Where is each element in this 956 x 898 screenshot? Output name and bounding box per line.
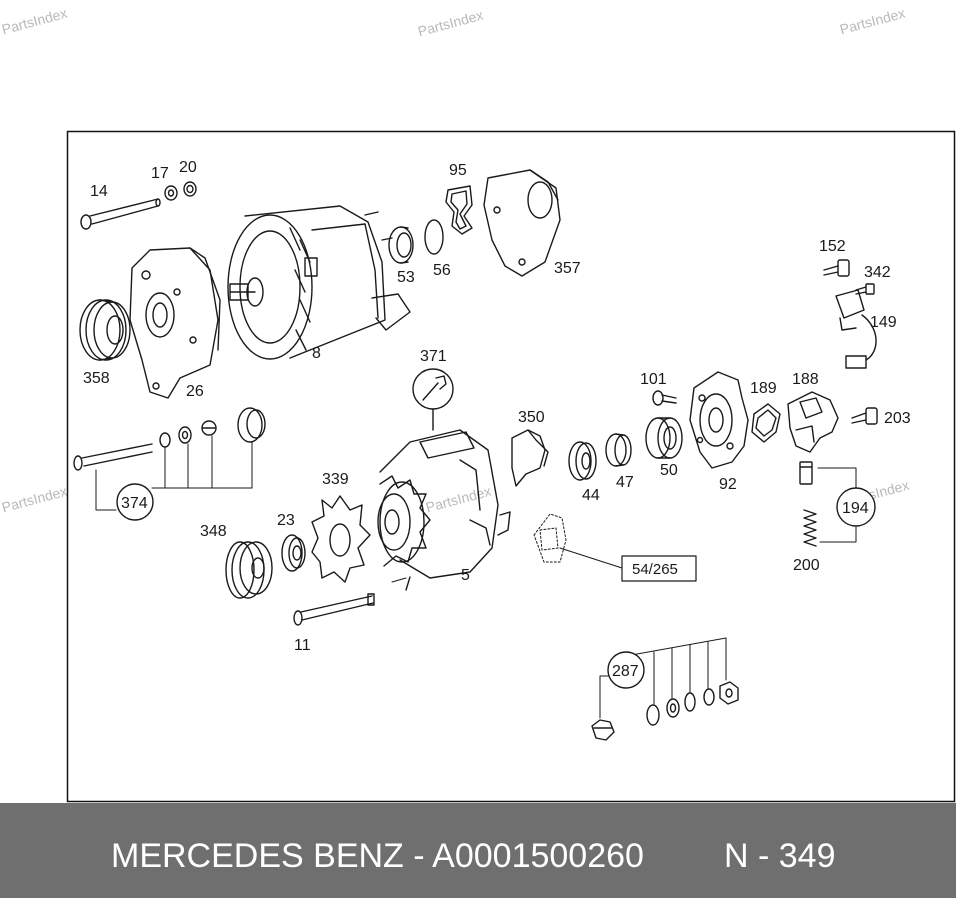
pulley-358[interactable]: [79, 299, 131, 361]
leader-287: [599, 637, 727, 719]
bracket-26[interactable]: [129, 247, 221, 399]
callout-188: 188: [792, 371, 819, 388]
callout-92: 92: [719, 476, 737, 493]
leader-5: [391, 577, 407, 583]
callout-circle-194: [836, 487, 876, 527]
washer-287c[interactable]: [684, 692, 696, 712]
callout-189: 189: [750, 380, 777, 397]
washer-287a[interactable]: [646, 704, 660, 726]
washer-287b[interactable]: [666, 698, 680, 718]
bolt-374[interactable]: [73, 443, 153, 471]
callout-203: 203: [884, 410, 911, 427]
callout-374: 374: [121, 495, 148, 512]
gasket-189[interactable]: [751, 403, 781, 443]
callout-339: 339: [322, 471, 349, 488]
cover-357[interactable]: [483, 169, 561, 277]
bearing-53[interactable]: [388, 226, 414, 264]
spring-200[interactable]: [803, 509, 817, 547]
callout-194: 194: [842, 500, 869, 517]
callout-152: 152: [819, 238, 846, 255]
callout-357: 357: [554, 260, 581, 277]
callout-54-265: 54/265: [632, 561, 678, 578]
callout-200: 200: [793, 557, 820, 574]
screw-152[interactable]: [823, 259, 850, 277]
seal-95[interactable]: [445, 185, 473, 235]
callout-350: 350: [518, 409, 545, 426]
bushing-50[interactable]: [645, 417, 683, 459]
bushing-374[interactable]: [237, 407, 266, 443]
brush-194[interactable]: [799, 461, 813, 485]
diagram-frame: [66, 130, 956, 803]
callout-56: 56: [433, 262, 451, 279]
footer-page-reference: N - 349: [724, 837, 836, 875]
washer-374b[interactable]: [178, 426, 192, 444]
callout-47: 47: [616, 474, 634, 491]
wrench-symbol-371: [412, 368, 454, 431]
parts-diagram: 14 17 20 95 8 53 56 357 358 26 152 342 1…: [66, 130, 956, 803]
pulley-348[interactable]: [225, 541, 273, 599]
washer-20[interactable]: [183, 181, 197, 197]
screw-203[interactable]: [851, 407, 878, 425]
callout-8: 8: [312, 345, 321, 362]
callout-53: 53: [397, 269, 415, 286]
bolt-14[interactable]: [80, 198, 161, 230]
callout-50: 50: [660, 462, 678, 479]
screw-101[interactable]: [652, 390, 677, 406]
washer-374a[interactable]: [159, 432, 171, 448]
callout-box-54-265: [621, 555, 697, 582]
callout-23: 23: [277, 512, 295, 529]
callout-95: 95: [449, 162, 467, 179]
callout-circle-374: [116, 483, 154, 521]
callout-circle-287: [607, 651, 645, 689]
callout-14: 14: [90, 183, 108, 200]
washer-287d[interactable]: [703, 688, 715, 706]
footer-bar: MERCEDES BENZ - A0001500260 N - 349: [0, 803, 956, 898]
callout-44: 44: [582, 487, 600, 504]
alternator-5[interactable]: [377, 429, 511, 591]
nut-287[interactable]: [719, 681, 739, 705]
washer-17[interactable]: [164, 185, 178, 201]
callout-11: 11: [294, 637, 311, 654]
connector-149[interactable]: [835, 289, 877, 369]
footer-brand-part-number: MERCEDES BENZ - A0001500260: [111, 837, 644, 875]
washer-374c[interactable]: [201, 420, 217, 436]
bolt-287[interactable]: [591, 719, 615, 741]
callout-26: 26: [186, 383, 204, 400]
fan-339[interactable]: [311, 495, 371, 583]
bearing-23[interactable]: [281, 534, 306, 572]
callout-348: 348: [200, 523, 227, 540]
ring-56[interactable]: [424, 219, 444, 255]
callout-358: 358: [83, 370, 110, 387]
leader-54-265: [559, 547, 623, 569]
regulator-54-265[interactable]: [533, 513, 567, 563]
callout-149: 149: [870, 314, 897, 331]
leader-194: [817, 467, 857, 543]
callout-287: 287: [612, 663, 639, 680]
callout-20: 20: [179, 159, 197, 176]
ring-47[interactable]: [605, 433, 632, 467]
callout-342: 342: [864, 264, 891, 281]
callout-17: 17: [151, 165, 169, 182]
rectifier-92[interactable]: [689, 371, 749, 469]
leader-374: [95, 435, 253, 511]
callout-5: 5: [461, 567, 470, 584]
stator-housing-8[interactable]: [227, 205, 411, 360]
regulator-188[interactable]: [787, 391, 839, 453]
bearing-44[interactable]: [568, 441, 597, 481]
callout-371: 371: [420, 348, 447, 365]
bolt-11[interactable]: [293, 593, 375, 626]
callout-101: 101: [640, 371, 667, 388]
bracket-350[interactable]: [511, 429, 549, 487]
